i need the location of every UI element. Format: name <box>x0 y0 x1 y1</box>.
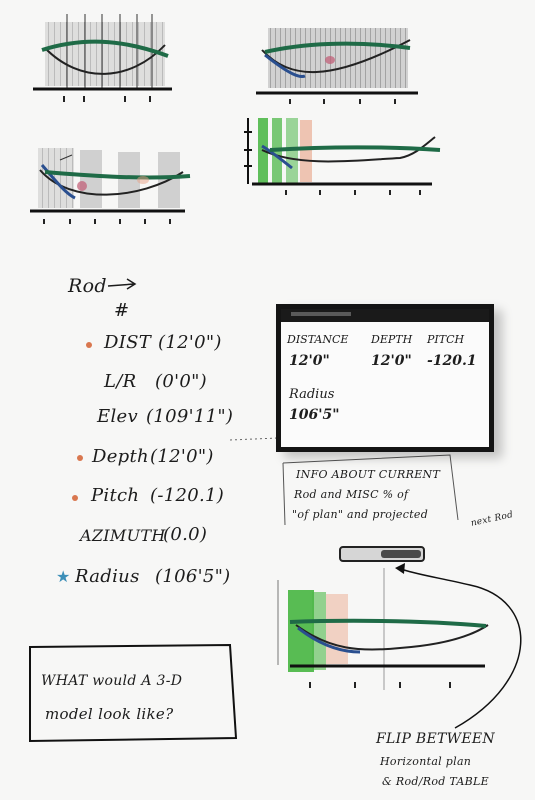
sketch-chart-5 <box>277 568 489 690</box>
marker-dot-depth <box>77 455 83 461</box>
panel-col2-value: 12'0" <box>371 353 412 369</box>
view-toggle-knob[interactable] <box>381 550 421 558</box>
panel-col2-label: DEPTH <box>371 333 413 346</box>
list-item-dist-name: DIST <box>104 332 152 353</box>
question-box-border <box>29 643 238 743</box>
panel-col1-value: 12'0" <box>289 353 330 369</box>
marker-dot-dist <box>86 342 92 348</box>
panel-title-bar-mark <box>291 312 351 316</box>
panel-radius-value: 106'5" <box>289 407 340 423</box>
sketch-chart-2 <box>256 28 418 104</box>
flip-note-line2: Horizontal plan <box>380 755 472 768</box>
list-item-lr-value: (0'0") <box>155 371 207 392</box>
info-note-border <box>282 454 459 526</box>
list-item-depth-name: Depth <box>92 446 149 467</box>
list-item-elev-value: (109'11") <box>146 406 234 427</box>
flip-arrowhead <box>395 563 405 574</box>
list-item-pitch-name: Pitch <box>91 485 140 506</box>
list-item-lr-name: L/R <box>104 371 137 392</box>
hash-label: # <box>114 300 130 321</box>
connector-line <box>229 437 279 441</box>
list-item-dist-value: (12'0") <box>158 332 222 353</box>
panel-col3-value: -120.1 <box>427 353 477 369</box>
panel-radius-label: Radius <box>289 387 335 402</box>
sketch-chart-1 <box>33 14 172 102</box>
question-line1: WHAT would A 3-D <box>41 673 183 689</box>
info-note-line1: INFO ABOUT CURRENT <box>296 468 441 481</box>
panel-col1-label: DISTANCE <box>287 333 349 346</box>
question-box: WHAT would A 3-D model look like? <box>27 643 234 741</box>
flip-note-line3: & Rod/Rod TABLE <box>382 775 489 788</box>
list-item-azimuth-name: AZIMUTH <box>80 526 166 545</box>
rod-arrow <box>107 278 137 290</box>
list-item-depth-value: (12'0") <box>150 446 214 467</box>
sketch-chart-3 <box>30 148 191 224</box>
info-note-line3: "of plan" and projected <box>292 508 429 521</box>
flip-arrow <box>403 569 522 729</box>
list-item-pitch-value: (-120.1) <box>150 485 225 506</box>
list-item-elev-name: Elev <box>97 406 138 427</box>
star-icon: ★ <box>56 567 71 586</box>
sketch-chart-4 <box>244 118 441 195</box>
panel-title-bar <box>281 309 489 322</box>
list-item-azimuth-value: (0.0) <box>163 524 208 545</box>
view-toggle[interactable] <box>339 546 425 562</box>
list-item-radius-value: (106'5") <box>155 566 231 587</box>
rod-header: Rod <box>68 275 107 297</box>
list-item-radius-name: Radius <box>75 566 140 587</box>
info-note-line2: Rod and MISC % of <box>294 488 409 501</box>
flip-note-line1: FLIP BETWEEN <box>376 731 495 747</box>
marker-dot-pitch <box>72 495 78 501</box>
rod-data-panel: DISTANCE DEPTH PITCH 12'0" 12'0" -120.1 … <box>276 304 494 452</box>
panel-col3-label: PITCH <box>427 333 465 346</box>
question-line2: model look like? <box>45 705 174 723</box>
